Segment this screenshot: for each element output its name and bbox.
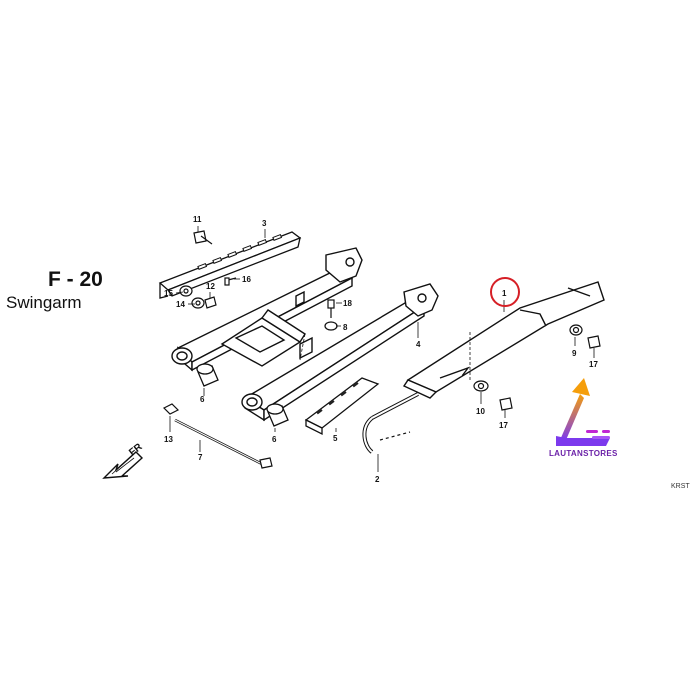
- fasteners: [162, 230, 601, 469]
- callout-2: 2: [375, 475, 380, 484]
- chain-case: [402, 281, 605, 399]
- callout-3: 3: [262, 219, 267, 228]
- callout-4: 4: [416, 340, 421, 349]
- callout-6b: 6: [272, 435, 277, 444]
- callout-14: 14: [176, 300, 185, 309]
- callout-15: 15: [164, 289, 173, 298]
- callout-17b: 17: [499, 421, 508, 430]
- callout-18: 18: [343, 299, 352, 308]
- callout-7: 7: [198, 453, 203, 462]
- highlight-circle: [490, 277, 520, 307]
- leader-lines: [169, 226, 595, 472]
- callout-17a: 17: [589, 360, 598, 369]
- callout-16: 16: [242, 275, 251, 284]
- callout-11: 11: [193, 215, 202, 224]
- front-direction-arrow: FR: [102, 441, 145, 479]
- callout-5: 5: [333, 434, 338, 443]
- chain-slider: [304, 377, 380, 436]
- chain-guard-bracket: [158, 231, 302, 299]
- drive-chain: [362, 392, 419, 454]
- store-logo-icon: [556, 378, 610, 446]
- page-code: F - 20: [48, 268, 103, 291]
- callout-9: 9: [572, 349, 577, 358]
- callout-1: 1: [502, 289, 507, 298]
- page-title: Swingarm: [6, 293, 82, 312]
- callout-numbers: 1 2 3 4 5 6 6 7 8 9 10 11 12 13 14 15 16…: [164, 215, 598, 484]
- pivot-bushing: [196, 363, 289, 427]
- callout-8: 8: [343, 323, 348, 332]
- store-name: LAUTANSTORES: [549, 449, 618, 458]
- diagram-code-tag: KRST: [671, 483, 690, 490]
- callout-10: 10: [476, 407, 485, 416]
- callout-6a: 6: [200, 395, 205, 404]
- fr-label: FR: [127, 441, 145, 458]
- callout-12: 12: [206, 282, 215, 291]
- callout-13: 13: [164, 435, 173, 444]
- swingarm-body: [171, 247, 439, 422]
